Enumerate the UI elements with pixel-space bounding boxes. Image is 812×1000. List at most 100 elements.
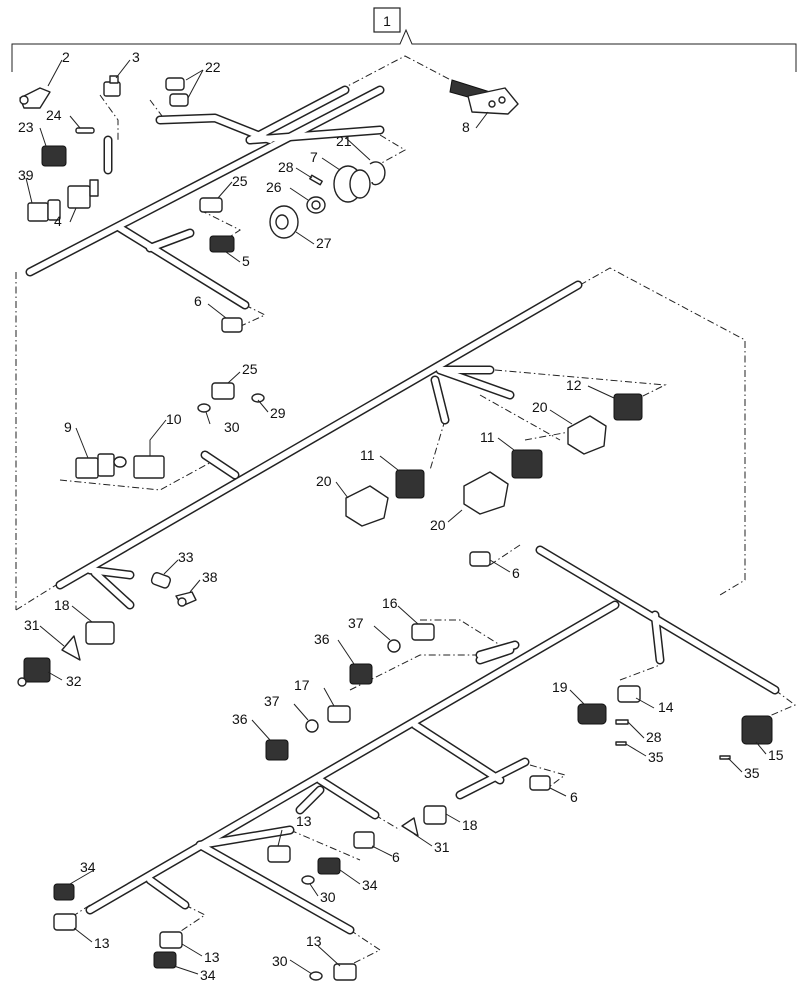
callout-28b: 28 xyxy=(646,729,662,745)
part-25a-clip-icon xyxy=(199,197,223,213)
part-18b-connector-icon xyxy=(423,805,447,825)
callout-27: 27 xyxy=(316,235,332,251)
callout-23: 23 xyxy=(18,119,34,135)
part-13b-connector-icon xyxy=(53,913,77,931)
part-27-nut-icon xyxy=(269,205,299,239)
part-6d-connector-icon xyxy=(353,831,375,849)
part-28b-pin-icon xyxy=(615,719,629,725)
part-18a-connector-icon xyxy=(85,621,115,645)
part-6a-connector-icon xyxy=(221,317,243,333)
part-13a-connector-icon xyxy=(267,845,291,863)
part-22-clips-icon xyxy=(165,77,189,107)
part-11b-connector-icon xyxy=(511,449,543,479)
part-3-connector-icon xyxy=(103,75,121,97)
part-29-pin-icon xyxy=(251,393,265,403)
callout-19: 19 xyxy=(552,679,568,695)
callout-17: 17 xyxy=(294,677,310,693)
callout-36a: 36 xyxy=(314,631,330,647)
part-20a-bracket-icon xyxy=(567,415,607,455)
part-30c-pin-icon xyxy=(309,971,323,981)
part-21-ring-icon xyxy=(369,161,386,186)
callout-36b: 36 xyxy=(232,711,248,727)
part-13d-connector-icon xyxy=(333,963,357,981)
callout-26: 26 xyxy=(266,179,282,195)
part-25b-clip-icon xyxy=(211,382,235,400)
part-8-plug-icon xyxy=(449,79,519,115)
callout-22: 22 xyxy=(205,59,221,75)
callout-leaders xyxy=(25,59,767,975)
part-37b-seal-icon xyxy=(305,719,319,733)
callout-34c: 34 xyxy=(200,967,216,983)
part-4-connector-icon xyxy=(67,179,99,209)
part-7-grommet-icon xyxy=(333,165,371,203)
callout-18a: 18 xyxy=(54,597,70,613)
callout-4: 4 xyxy=(54,213,62,229)
harness-tubes-inner xyxy=(27,87,778,933)
callout-9: 9 xyxy=(64,419,72,435)
callout-6c: 6 xyxy=(570,789,578,805)
part-26-washer-icon xyxy=(306,196,326,214)
callout-30c: 30 xyxy=(272,953,288,969)
part-12-connector-icon xyxy=(613,393,643,421)
part-5-connector-icon xyxy=(209,235,235,253)
part-10-connector-icon xyxy=(133,455,165,479)
callout-13b: 13 xyxy=(94,935,110,951)
part-37a-seal-icon xyxy=(387,639,401,653)
callout-labels: 2 3 22 24 23 39 4 8 21 28 7 26 25 27 5 6… xyxy=(18,49,784,983)
callout-25a: 25 xyxy=(232,173,248,189)
part-35a-pin-icon xyxy=(615,741,627,746)
part-16-connector-icon xyxy=(411,623,435,641)
part-14-connector-icon xyxy=(617,685,641,703)
callout-6b: 6 xyxy=(512,565,520,581)
part-35b-pin-icon xyxy=(719,755,731,760)
callout-20c: 20 xyxy=(430,517,446,533)
callout-30b: 30 xyxy=(320,889,336,905)
part-2-terminal-icon xyxy=(19,87,51,109)
callout-11b: 11 xyxy=(480,429,495,445)
callout-13c: 13 xyxy=(204,949,220,965)
callout-33: 33 xyxy=(178,549,194,565)
callout-8: 8 xyxy=(462,119,470,135)
dashed-leaders xyxy=(15,55,796,966)
callout-2: 2 xyxy=(62,49,70,65)
callout-12: 12 xyxy=(566,377,582,393)
callout-34b: 34 xyxy=(80,859,96,875)
callout-20b: 20 xyxy=(316,473,332,489)
callout-37a: 37 xyxy=(348,615,364,631)
part-31b-seal-icon xyxy=(401,817,419,837)
callout-29: 29 xyxy=(270,405,286,421)
callout-21: 21 xyxy=(336,133,352,149)
part-11a-connector-icon xyxy=(395,469,425,499)
callout-25b: 25 xyxy=(242,361,258,377)
callout-13a: 13 xyxy=(296,813,312,829)
part-33-sleeve-icon xyxy=(150,572,172,589)
part-32-connector-icon xyxy=(17,657,51,687)
part-36a-connector-icon xyxy=(349,663,373,685)
part-30a-pin-icon xyxy=(197,403,211,413)
part-13c-connector-icon xyxy=(159,931,183,949)
callout-35a: 35 xyxy=(648,749,664,765)
part-34c-clip-icon xyxy=(153,951,177,969)
part-38-ring-terminal-icon xyxy=(175,591,197,607)
callout-6d: 6 xyxy=(392,849,400,865)
part-9-connector-icon xyxy=(75,453,127,479)
callout-7: 7 xyxy=(310,149,318,165)
part-34b-clip-icon xyxy=(53,883,75,901)
callout-24: 24 xyxy=(46,107,62,123)
callout-5: 5 xyxy=(242,253,250,269)
part-17-connector-icon xyxy=(327,705,351,723)
callout-13d: 13 xyxy=(306,933,322,949)
part-19-connector-icon xyxy=(577,703,607,725)
callout-30a: 30 xyxy=(224,419,240,435)
assembly-bracket: 1 xyxy=(11,7,797,72)
assembly-number: 1 xyxy=(383,13,391,29)
part-20b-bracket-icon xyxy=(345,485,389,527)
callout-11a: 11 xyxy=(360,447,375,463)
callout-6a: 6 xyxy=(194,293,202,309)
callout-20a: 20 xyxy=(532,399,548,415)
part-6c-connector-icon xyxy=(529,775,551,791)
callout-28a: 28 xyxy=(278,159,294,175)
callout-18b: 18 xyxy=(462,817,478,833)
part-23-connector-icon xyxy=(41,145,67,167)
